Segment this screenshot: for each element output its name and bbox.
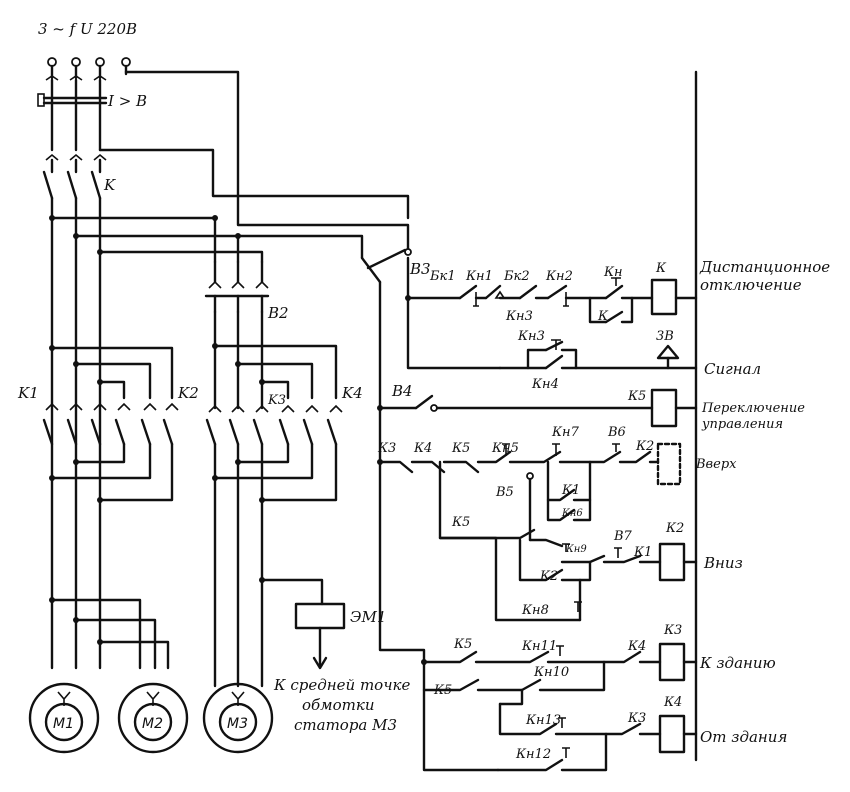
r4-k1: К1 bbox=[561, 483, 580, 498]
r2-kn3: Кн3 bbox=[517, 329, 545, 344]
em1-note-line1: К средней точке bbox=[273, 676, 410, 694]
label-switching-1: Переключение bbox=[701, 401, 805, 416]
r5-k1: К1 bbox=[633, 545, 652, 560]
r4-kn5: Кн5 bbox=[491, 441, 519, 456]
motor-m2-label: M2 bbox=[142, 716, 163, 732]
row-remote-off: Бк1 Кн1 Бк2 Кн2 Кн К Кн3 К Дистанционное… bbox=[406, 258, 830, 324]
row-signal: Кн3 Кн4 3В Сигнал bbox=[498, 329, 761, 392]
r4-k2: К2 bbox=[635, 439, 654, 454]
k1-label: K1 bbox=[17, 384, 39, 402]
r4-b5: В5 bbox=[495, 485, 514, 500]
r1-kn3: Кн3 bbox=[505, 309, 533, 324]
r7-k3: К3 bbox=[627, 711, 646, 726]
motor-m3-label: M3 bbox=[227, 716, 248, 732]
row-from-building: Кн13 К3 К4 Кн12 От здания bbox=[496, 695, 787, 772]
r2-kn4: Кн4 bbox=[531, 377, 559, 392]
r1-kn2: Кн2 bbox=[545, 269, 573, 284]
label-switching-2: управления bbox=[701, 417, 783, 432]
r6-k5: К5 bbox=[453, 637, 472, 652]
r5-kn9: Кн9 bbox=[565, 544, 587, 555]
r6-k3: К3 bbox=[663, 623, 682, 638]
k3-label: K3 bbox=[267, 393, 286, 408]
motor-leads bbox=[49, 577, 324, 670]
r5-k5: К5 bbox=[451, 515, 470, 530]
r6-k4: К4 bbox=[627, 639, 646, 654]
motor-m1: M1 bbox=[28, 682, 100, 754]
row-down: К5 Кн9 В7 К1 К2 К2 Кн8 Вниз bbox=[438, 515, 743, 622]
r1-k-aux: К bbox=[597, 309, 609, 324]
power-busbars bbox=[49, 196, 364, 602]
contactor-k-label: K bbox=[103, 176, 116, 194]
r3-k5: К5 bbox=[627, 389, 646, 404]
em1-label: ЭМ1 bbox=[350, 608, 386, 626]
r4-k5: К5 bbox=[451, 441, 470, 456]
brake-magnet-em1: ЭМ1 К средней точке обмотки статора М3 bbox=[273, 602, 410, 734]
r6-k5b: К5 bbox=[433, 683, 452, 698]
label-signal: Сигнал bbox=[704, 360, 761, 378]
label-up: Вверх bbox=[695, 457, 737, 472]
r4-kn7: Кн7 bbox=[551, 425, 580, 440]
supply-label: 3 ~ f U 220B bbox=[38, 20, 137, 38]
k4-label: K4 bbox=[341, 384, 363, 402]
r1-bk2: Бк2 bbox=[503, 269, 530, 284]
circuit-breaker: I > B bbox=[37, 78, 147, 161]
em1-note-line2: обмотки bbox=[302, 696, 375, 714]
r4-b6: В6 bbox=[607, 425, 626, 440]
r1-k: К bbox=[655, 261, 667, 276]
reversing-contactors-k3-k4: K3 K4 bbox=[205, 343, 363, 688]
em1-note-line3: статора М3 bbox=[294, 716, 397, 734]
r5-b7: В7 bbox=[613, 529, 633, 544]
breaker-label: I > B bbox=[107, 92, 147, 110]
main-contactor-k: K bbox=[42, 158, 116, 200]
row-switching: B4 К5 Переключение управления bbox=[377, 382, 805, 432]
supply-terminals: 3 ~ f U 220B bbox=[38, 20, 410, 254]
r1-bk1: Бк1 bbox=[429, 269, 456, 284]
row-up: К3 К4 К5 Кн5 Кн7 В6 К2 В5 К1 Кн6 Вверх bbox=[377, 425, 737, 622]
r7-k4: К4 bbox=[663, 695, 682, 710]
r5-k2-coil: К2 bbox=[665, 521, 684, 536]
r7-kn12: Кн12 bbox=[515, 747, 551, 762]
r5-kn8: Кн8 bbox=[521, 603, 549, 618]
switch-b2: B2 bbox=[204, 260, 289, 410]
reversing-contactors-k1-k2: K1 K2 bbox=[17, 345, 199, 503]
switch-b3-label: B3 bbox=[409, 260, 431, 278]
r4-kn6: Кн6 bbox=[561, 508, 583, 519]
motor-m1-label: M1 bbox=[53, 716, 74, 732]
control-bus: B3 bbox=[360, 70, 698, 772]
label-remote-off-1: Дистанционное bbox=[699, 258, 830, 276]
r5-k2: К2 bbox=[539, 569, 558, 584]
r7-kn13: Кн13 bbox=[525, 713, 561, 728]
label-from-building: От здания bbox=[700, 728, 787, 746]
r2-3v: 3В bbox=[656, 329, 674, 344]
label-down: Вниз bbox=[703, 554, 743, 572]
label-to-building: К зданию bbox=[699, 654, 776, 672]
motor-m2: M2 bbox=[117, 682, 189, 754]
switch-b4-label: B4 bbox=[391, 382, 413, 400]
label-remote-off-2: отключение bbox=[700, 276, 802, 294]
r4-k3: К3 bbox=[377, 441, 396, 456]
r6-kn11: Кн11 bbox=[521, 639, 557, 654]
k2-label: K2 bbox=[177, 384, 199, 402]
r1-kn: Кн bbox=[603, 265, 623, 280]
motor-m3: M3 bbox=[202, 682, 274, 754]
switch-b2-label: B2 bbox=[267, 304, 289, 322]
r6-kn10: Кн10 bbox=[533, 665, 569, 680]
r4-k4: К4 bbox=[413, 441, 432, 456]
r1-kn1: Кн1 bbox=[465, 269, 493, 284]
row-to-building: К5 Кн11 К4 К3 К5 Кн10 К зданию bbox=[421, 623, 776, 706]
